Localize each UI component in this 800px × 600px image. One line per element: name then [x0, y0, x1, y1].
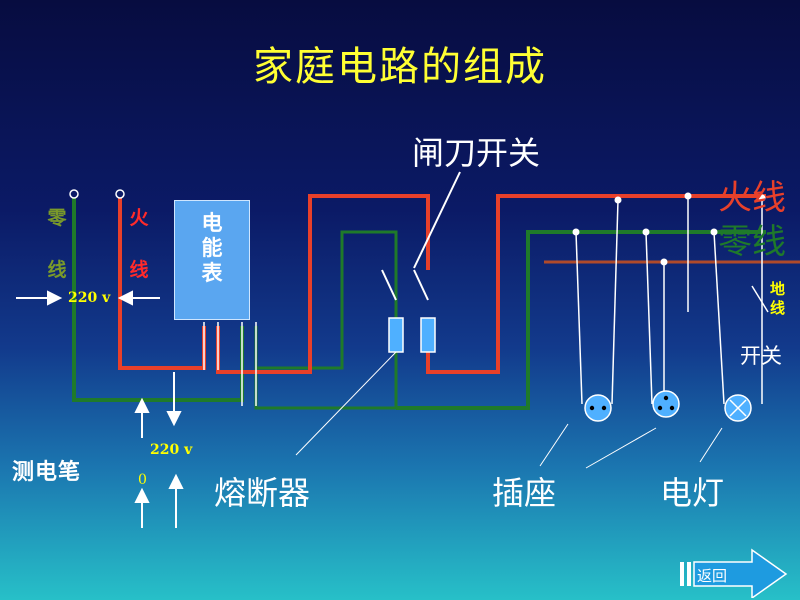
meter-terminals — [203, 322, 257, 406]
back-button-arrow[interactable] — [680, 548, 790, 598]
neutral-wire-label: 零线 — [718, 222, 786, 262]
live-wire-label: 火线 — [718, 178, 786, 218]
three-hole-socket — [652, 390, 680, 418]
branch-lines — [575, 196, 763, 405]
fuse-pointer — [295, 351, 397, 456]
fuse-label: 熔断器 — [214, 474, 311, 512]
switch-label: 开关 — [740, 344, 782, 368]
ground-wire-label: 地线 — [770, 280, 786, 317]
live-label: 火 线 — [124, 192, 154, 296]
fuse-left — [388, 317, 404, 353]
neutral-label: 零 线 — [42, 192, 72, 296]
junction-dots — [572, 192, 766, 266]
voltage-label-top: 220 v — [68, 290, 111, 306]
voltage-label-zero: 0 — [138, 472, 147, 488]
socket-label: 插座 — [492, 474, 557, 512]
voltage-arrows — [16, 290, 184, 528]
neutral-terminal — [69, 189, 79, 199]
back-button[interactable]: 返回 — [697, 567, 728, 585]
knife-switch-label: 闸刀开关 — [412, 134, 541, 172]
lamp-label: 电灯 — [660, 474, 725, 512]
voltage-label-pen: 220 v — [150, 442, 193, 458]
electric-meter: 电能表 — [174, 200, 250, 320]
neutral-char-2: 线 — [47, 259, 67, 281]
fuse-right — [420, 317, 436, 353]
lamp-switch-blade — [751, 285, 769, 313]
tester-pen-label: 测电笔 — [12, 460, 82, 485]
live-terminal — [115, 189, 125, 199]
page-title: 家庭电路的组成 — [253, 44, 547, 90]
meter-label: 电能表 — [201, 211, 223, 285]
knife-switch — [381, 171, 461, 301]
live-char-1: 火 — [129, 207, 149, 229]
live-char-2: 线 — [129, 259, 149, 281]
label-pointers — [539, 423, 723, 469]
neutral-char-1: 零 — [47, 207, 67, 229]
two-hole-socket — [584, 394, 612, 422]
